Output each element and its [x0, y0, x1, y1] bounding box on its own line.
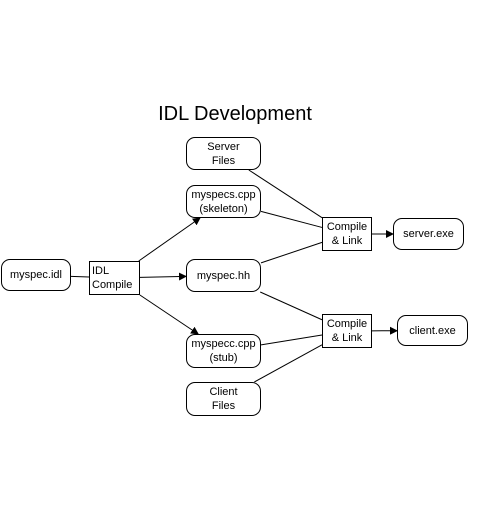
node-label-line: IDL — [92, 265, 110, 277]
node-idl-compile: IDL Compile — [89, 261, 140, 295]
arrow-connector — [139, 272, 187, 281]
node-label-line: (skeleton) — [199, 202, 248, 215]
line-connector — [260, 241, 323, 264]
node-label-line: Files — [211, 400, 236, 412]
node-label-line: Server — [207, 140, 240, 153]
node-header: myspec.hh — [186, 259, 261, 292]
node-label-line: Compile — [92, 279, 133, 291]
line-connector — [70, 275, 90, 278]
node-label-line: & Link — [331, 235, 363, 247]
node-label-line: myspec.hh — [196, 269, 251, 282]
node-label-line: & Link — [331, 332, 363, 344]
node-server-exe: server.exe — [393, 218, 464, 250]
node-label-line: myspecs.cpp — [191, 188, 256, 201]
node-label-line: Client — [209, 386, 238, 398]
node-client-files: Client Files — [186, 382, 261, 416]
node-skeleton: myspecs.cpp (skeleton) — [186, 185, 261, 218]
node-compile-link-server: Compile & Link — [322, 217, 372, 251]
node-label-line: client.exe — [409, 324, 456, 337]
line-connector — [248, 169, 323, 219]
node-stub: myspecc.cpp (stub) — [186, 334, 261, 368]
node-compile-link-client: Compile & Link — [322, 314, 372, 348]
line-connector — [260, 334, 323, 346]
node-label-line: (stub) — [209, 352, 238, 364]
line-connector — [260, 210, 323, 228]
node-label-line: myspecc.cpp — [191, 338, 256, 350]
node-label-line: myspec.idl — [10, 269, 62, 281]
node-myspec-idl: myspec.idl — [1, 259, 71, 291]
arrow-connector — [138, 217, 201, 262]
arrow-connector — [139, 294, 199, 335]
node-client-exe: client.exe — [397, 315, 468, 346]
node-label-line: Compile — [326, 221, 368, 233]
node-server-files: Server Files — [186, 137, 261, 170]
node-label-line: Compile — [326, 318, 368, 330]
line-connector — [260, 291, 323, 321]
diagram-title: IDL Development — [158, 103, 312, 125]
node-label-line: Files — [211, 154, 236, 167]
line-connector — [254, 344, 323, 383]
node-label-line: server.exe — [403, 228, 454, 240]
